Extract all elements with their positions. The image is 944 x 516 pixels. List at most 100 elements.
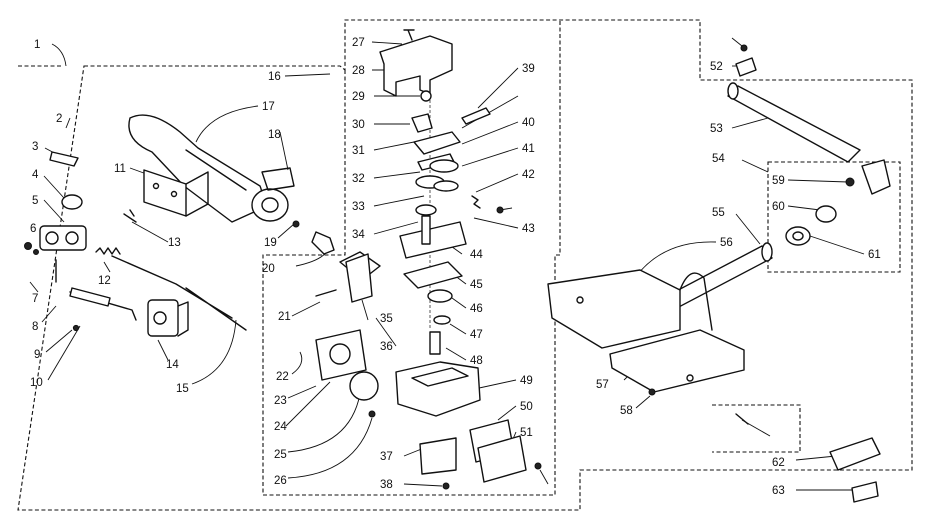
disc-34 bbox=[415, 204, 437, 216]
callout-31: 31 bbox=[352, 145, 365, 157]
screw-26 bbox=[368, 410, 376, 418]
bracket-36 bbox=[345, 253, 373, 303]
main-assembly-frame bbox=[17, 19, 913, 511]
screw-6 bbox=[24, 242, 32, 250]
burner-bracket bbox=[143, 169, 209, 217]
callout-37: 37 bbox=[380, 451, 393, 463]
callout-36: 36 bbox=[380, 341, 393, 353]
callout-17: 17 bbox=[262, 101, 275, 113]
tube-55-end bbox=[761, 242, 773, 262]
callout-18: 18 bbox=[268, 129, 281, 141]
callout-56: 56 bbox=[720, 237, 733, 249]
callout-20: 20 bbox=[262, 263, 275, 275]
cover-plate-51 bbox=[477, 435, 527, 483]
shaft-part bbox=[111, 255, 247, 331]
bracket-hole-2 bbox=[686, 374, 694, 382]
screw-13-top bbox=[740, 44, 748, 52]
elbow-59 bbox=[861, 159, 891, 195]
callout-26: 26 bbox=[274, 475, 287, 487]
fitting-60 bbox=[815, 205, 837, 223]
callout-32: 32 bbox=[352, 173, 365, 185]
callout-50: 50 bbox=[520, 401, 533, 413]
clip-30 bbox=[411, 113, 433, 133]
callout-57: 57 bbox=[596, 379, 609, 391]
stem-48 bbox=[429, 331, 441, 355]
plate-part bbox=[49, 151, 79, 167]
callout-61: 61 bbox=[868, 249, 881, 261]
fitting-group-frame bbox=[767, 161, 901, 273]
part-63 bbox=[851, 481, 879, 503]
callout-54: 54 bbox=[712, 153, 725, 165]
spring-42 bbox=[471, 195, 481, 209]
callout-43: 43 bbox=[522, 223, 535, 235]
callout-58: 58 bbox=[620, 405, 633, 417]
callout-9: 9 bbox=[34, 349, 40, 361]
callout-7: 7 bbox=[32, 293, 38, 305]
callout-4: 4 bbox=[32, 169, 39, 181]
housing-cover bbox=[379, 35, 453, 97]
callout-28: 28 bbox=[352, 65, 365, 77]
post-44 bbox=[421, 215, 431, 245]
callout-33: 33 bbox=[352, 201, 365, 213]
nozzle-part bbox=[311, 231, 335, 255]
burner-tube bbox=[128, 114, 289, 223]
callout-6: 6 bbox=[30, 223, 36, 235]
callout-23: 23 bbox=[274, 395, 287, 407]
callout-30: 30 bbox=[352, 119, 365, 131]
gasket-45 bbox=[403, 261, 463, 289]
callout-10: 10 bbox=[30, 377, 43, 389]
bracket-44 bbox=[399, 221, 467, 259]
callout-25: 25 bbox=[274, 449, 287, 461]
disc-40 bbox=[429, 159, 459, 173]
callout-16: 16 bbox=[268, 71, 281, 83]
ring-61-inner bbox=[792, 231, 804, 241]
callout-29: 29 bbox=[352, 91, 365, 103]
screw-22-lower bbox=[534, 462, 542, 470]
callout-51: 51 bbox=[520, 427, 533, 439]
callout-39: 39 bbox=[522, 63, 535, 75]
valve-main-body-top bbox=[411, 367, 469, 387]
callout-63: 63 bbox=[772, 485, 785, 497]
assembly-frames bbox=[17, 19, 913, 511]
fitting-29 bbox=[420, 90, 432, 102]
callout-1: 1 bbox=[34, 39, 40, 51]
valve-stack bbox=[315, 29, 542, 490]
callout-11: 11 bbox=[114, 163, 126, 175]
screw-6-right bbox=[648, 388, 656, 396]
knob-25 bbox=[349, 371, 379, 401]
bracket-hole-1 bbox=[576, 296, 584, 304]
callout-60: 60 bbox=[772, 201, 785, 213]
callout-35: 35 bbox=[380, 313, 393, 325]
callout-27: 27 bbox=[352, 37, 365, 49]
screw-27 bbox=[403, 29, 415, 41]
callout-24: 24 bbox=[274, 421, 287, 433]
screw-13-left bbox=[123, 209, 137, 223]
right-parts-group bbox=[547, 44, 891, 503]
callout-8: 8 bbox=[32, 321, 38, 333]
callout-47: 47 bbox=[470, 329, 483, 341]
motor-part bbox=[147, 299, 189, 337]
disc-41 bbox=[433, 180, 459, 192]
callout-3: 3 bbox=[32, 141, 38, 153]
nut-19 bbox=[292, 220, 300, 228]
callout-49: 49 bbox=[520, 375, 533, 387]
mounting-plate-hole bbox=[329, 343, 351, 365]
linkage-clip bbox=[69, 287, 111, 307]
valve-assembly-frame bbox=[262, 20, 561, 496]
bracket-56-flange bbox=[609, 329, 745, 393]
callout-13: 13 bbox=[168, 237, 181, 249]
callout-34: 34 bbox=[352, 229, 365, 241]
screw-43 bbox=[496, 206, 504, 214]
screw-9 bbox=[72, 324, 80, 332]
screw-13-right bbox=[735, 413, 749, 425]
callout-14: 14 bbox=[166, 359, 179, 371]
screw-38 bbox=[442, 482, 450, 490]
callout-46: 46 bbox=[470, 303, 483, 315]
left-parts-group bbox=[24, 114, 335, 337]
callout-48: 48 bbox=[470, 355, 483, 367]
callout-19: 19 bbox=[264, 237, 277, 249]
ring-61 bbox=[785, 226, 811, 246]
part-62 bbox=[829, 437, 881, 471]
bracket-56 bbox=[547, 269, 681, 349]
